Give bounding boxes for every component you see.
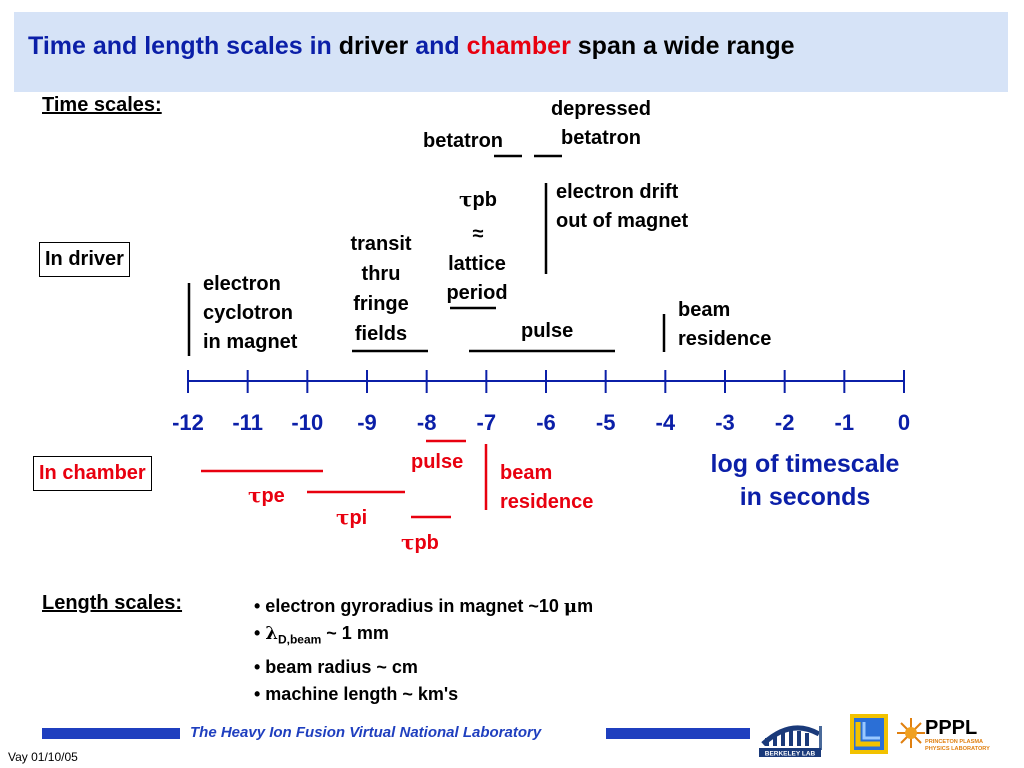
- list-item: • beam radius ~ cm: [254, 656, 418, 677]
- tick-label: -1: [834, 410, 855, 435]
- tick-label: -11: [232, 410, 263, 435]
- date-stamp: Vay 01/10/05: [8, 750, 78, 764]
- tau-pb-chamber-label: τpb: [401, 527, 439, 558]
- lattice-period-label: lattice period: [446, 253, 508, 304]
- list-item: • machine length ~ km's: [254, 683, 459, 704]
- tick-label: -7: [476, 410, 497, 435]
- electron-drift-label: electron drift out of magnet: [556, 181, 689, 232]
- approx-symbol: ≈: [472, 223, 484, 245]
- tick-label: -4: [655, 410, 676, 435]
- tick-label: -9: [357, 410, 377, 435]
- time-scales-heading: Time scales:: [42, 94, 162, 116]
- tick-label: -8: [416, 410, 437, 435]
- length-scales-heading: Length scales:: [42, 592, 183, 614]
- chamber-beam-residence-label: beam residence: [500, 462, 594, 513]
- tau-pi-label: τpi: [336, 502, 367, 533]
- chamber-pulse-label: pulse: [411, 451, 464, 473]
- tick-label: -5: [595, 410, 616, 435]
- footer-bar-right: [606, 728, 750, 739]
- title-part-3: and: [415, 32, 460, 60]
- title-part-4: chamber: [466, 32, 571, 60]
- electron-cyclotron-label: electron cyclotron in magnet: [203, 273, 298, 353]
- tick-label: -10: [291, 410, 324, 435]
- llnl-logo: [850, 714, 888, 754]
- footer-text: The Heavy Ion Fusion Virtual National La…: [190, 724, 542, 741]
- depressed-betatron-label: depressed betatron: [550, 98, 652, 149]
- tick-label: 0: [897, 410, 911, 435]
- driver-beam-residence-label: beam residence: [678, 299, 772, 350]
- tick-label: -12: [172, 410, 204, 435]
- footer-bar-left: [42, 728, 180, 739]
- tau-pi-subscript: pi: [349, 507, 368, 529]
- betatron-label: betatron: [423, 130, 503, 152]
- llnl-icon: [850, 714, 888, 754]
- title-banner: [14, 12, 1008, 92]
- length-scales-list: • electron gyroradius in magnet ~10 μm •…: [254, 593, 593, 708]
- pppl-subtitle-2: PHYSICS LABORATORY: [925, 746, 990, 752]
- tau-pb-label: τpb: [454, 184, 502, 215]
- list-item: • λD,beam ~ 1 mm: [254, 623, 389, 647]
- tau-pb-subscript: pb: [472, 189, 497, 211]
- list-item: • electron gyroradius in magnet ~10 μm: [254, 596, 594, 617]
- pppl-subtitle-1: PRINCETON PLASMA: [925, 739, 983, 745]
- time-axis: [187, 370, 905, 393]
- berkeley-lab-logo: BERKELEY LAB: [757, 712, 829, 762]
- axis-caption: log of timescale in seconds: [710, 450, 900, 511]
- tau-symbol: τ: [401, 530, 415, 554]
- berkeley-lab-text: BERKELEY LAB: [765, 751, 816, 758]
- tau-symbol: τ: [248, 483, 262, 507]
- driver-pulse-label: pulse: [521, 320, 574, 342]
- tau-symbol: τ: [336, 505, 350, 529]
- chamber-box: In chamber: [33, 456, 152, 491]
- tau-pe-subscript: pe: [261, 485, 285, 507]
- berkeley-lab-icon: BERKELEY LAB: [759, 725, 822, 758]
- title-part-2: driver: [338, 32, 409, 60]
- transit-fringe-label: transit thru fringe fields: [350, 233, 412, 345]
- tick-label: -3: [715, 410, 735, 435]
- page-title: Time and length scales in driver and cha…: [28, 32, 795, 61]
- tick-label: -2: [774, 410, 795, 435]
- tau-pb-chamber-subscript: pb: [414, 532, 439, 554]
- driver-box: In driver: [39, 242, 130, 277]
- tau-pe-label: τpe: [248, 480, 285, 511]
- pppl-text: PPPL: [925, 717, 977, 739]
- pppl-icon: PPPL PRINCETON PLASMA PHYSICS LABORATORY: [897, 717, 990, 752]
- pppl-logo: PPPL PRINCETON PLASMA PHYSICS LABORATORY: [897, 712, 993, 758]
- tick-label: -6: [536, 410, 556, 435]
- title-part-1: Time and length scales in: [28, 32, 332, 60]
- tau-symbol: τ: [459, 187, 473, 211]
- title-part-5: span a wide range: [577, 32, 795, 60]
